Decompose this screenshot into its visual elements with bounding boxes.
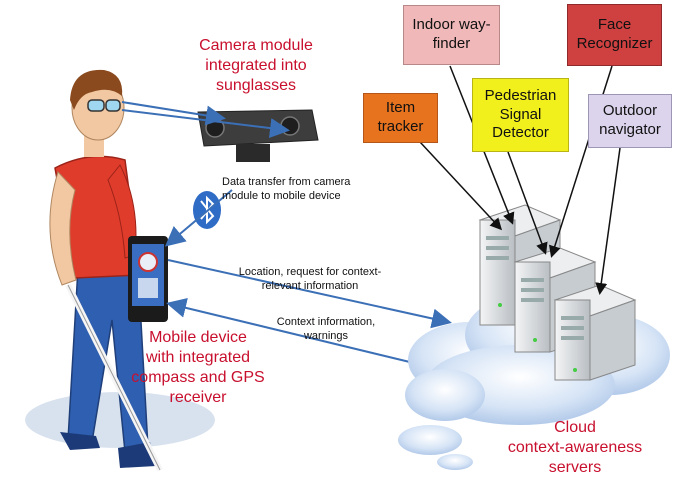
label-cloud-servers: Cloud context-awareness servers — [507, 419, 643, 476]
arrow-cloud-to-phone — [166, 298, 419, 365]
person-arm-left — [49, 171, 77, 286]
label-mobile-device: Mobile device with integrated compass an… — [131, 329, 265, 406]
label-context-info: Context information, warnings — [276, 316, 376, 342]
person-shoe-left — [60, 432, 100, 450]
arrow-camera-to-phone — [164, 189, 233, 247]
connector-item-tracker — [419, 141, 503, 231]
service-box-item-tracker: Item tracker — [363, 93, 438, 143]
service-box-outdoor-navigator: Outdoor navigator — [588, 94, 672, 148]
service-box-indoor-way-finder: Indoor way- finder — [403, 5, 500, 65]
label-data-transfer: Data transfer from camera module to mobi… — [222, 176, 351, 202]
label-camera-module: Camera module integrated into sunglasses — [199, 37, 313, 94]
arrow-phone-to-cloud — [167, 259, 452, 329]
service-box-face-recognizer: Face Recognizer — [567, 4, 662, 66]
mobile-phone-icon — [128, 236, 168, 322]
service-box-pedestrian-signal-detector: Pedestrian Signal Detector — [472, 78, 569, 152]
connector-pedestrian-signal-detector — [507, 151, 548, 255]
arrow-glasses-to-camera-top — [121, 101, 226, 126]
label-location-request: Location, request for context- relevant … — [238, 266, 382, 292]
person-hair — [70, 69, 123, 110]
sunglasses-icon — [87, 99, 121, 112]
connector-outdoor-navigator — [595, 147, 621, 295]
person-neck — [84, 135, 104, 157]
arrow-glasses-to-camera-bottom — [121, 109, 290, 138]
server-rack-icon — [553, 284, 637, 381]
